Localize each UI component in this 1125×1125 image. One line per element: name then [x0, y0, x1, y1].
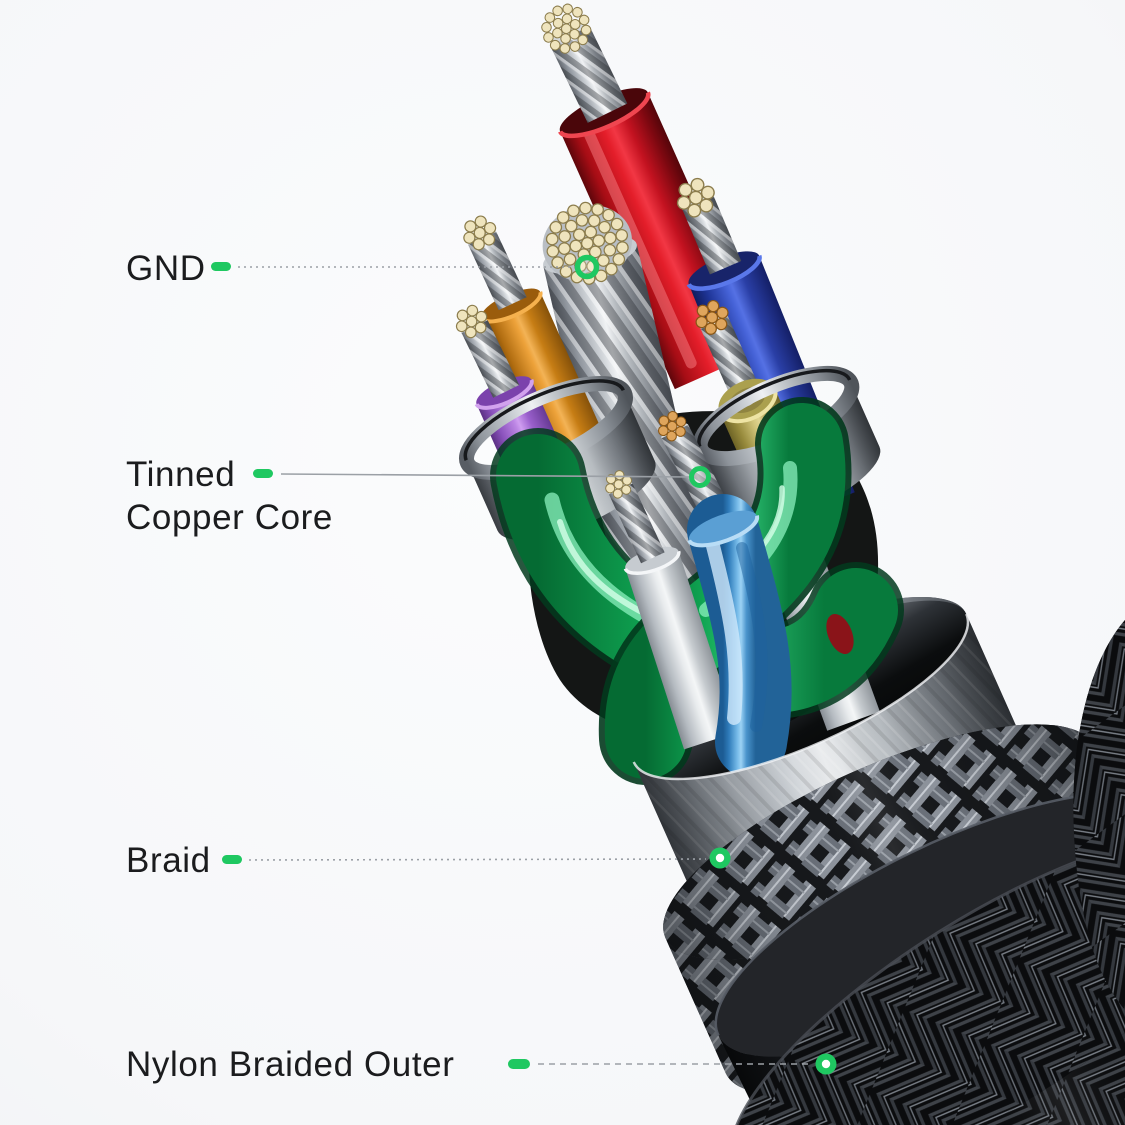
tinned-copper-core-label-line1: Tinned	[126, 455, 235, 494]
nylon-braided-outer-target-marker-center	[821, 1059, 831, 1069]
tinned-copper-core-target-marker	[689, 466, 711, 488]
light-blue-wire	[687, 494, 792, 778]
gnd-marker-dash	[211, 262, 231, 271]
callout-braid: Braid	[126, 841, 731, 880]
orange-wire	[457, 211, 610, 474]
nylon-braided-outer	[729, 620, 1125, 1125]
nylon-braided-outer-marker-dash	[508, 1059, 530, 1069]
braid-leader-line	[248, 858, 707, 861]
red-wire-tinned-tip	[533, 0, 628, 123]
tinned-copper-core-marker-dash	[253, 469, 273, 478]
callout-nylon-braided-outer: Nylon Braided Outer	[126, 1045, 837, 1084]
orange-wire-tinned-tip	[457, 211, 527, 311]
blue-wire-tinned-tip	[670, 173, 742, 275]
red-wire-glimpse	[826, 614, 854, 654]
tinned-copper-core-label-line2: Copper Core	[126, 498, 333, 537]
callout-gnd: GND	[126, 249, 600, 288]
gnd-label: GND	[126, 249, 206, 288]
nylon-braided-outer-label: Nylon Braided Outer	[126, 1045, 455, 1084]
tinned-copper-core-leader-line	[280, 473, 691, 478]
white-wire-tinned-tip	[600, 466, 665, 564]
braid-label: Braid	[126, 841, 211, 880]
gnd-target-marker	[574, 254, 600, 280]
braid-marker-dash	[222, 855, 242, 864]
white-wire-left	[600, 466, 738, 750]
purple-wire-tinned-tip	[449, 300, 520, 398]
cable-body	[449, 0, 1125, 1125]
braid-target-marker-center	[715, 853, 725, 863]
callout-tinned-copper-core: Tinned Copper Core	[126, 455, 711, 537]
